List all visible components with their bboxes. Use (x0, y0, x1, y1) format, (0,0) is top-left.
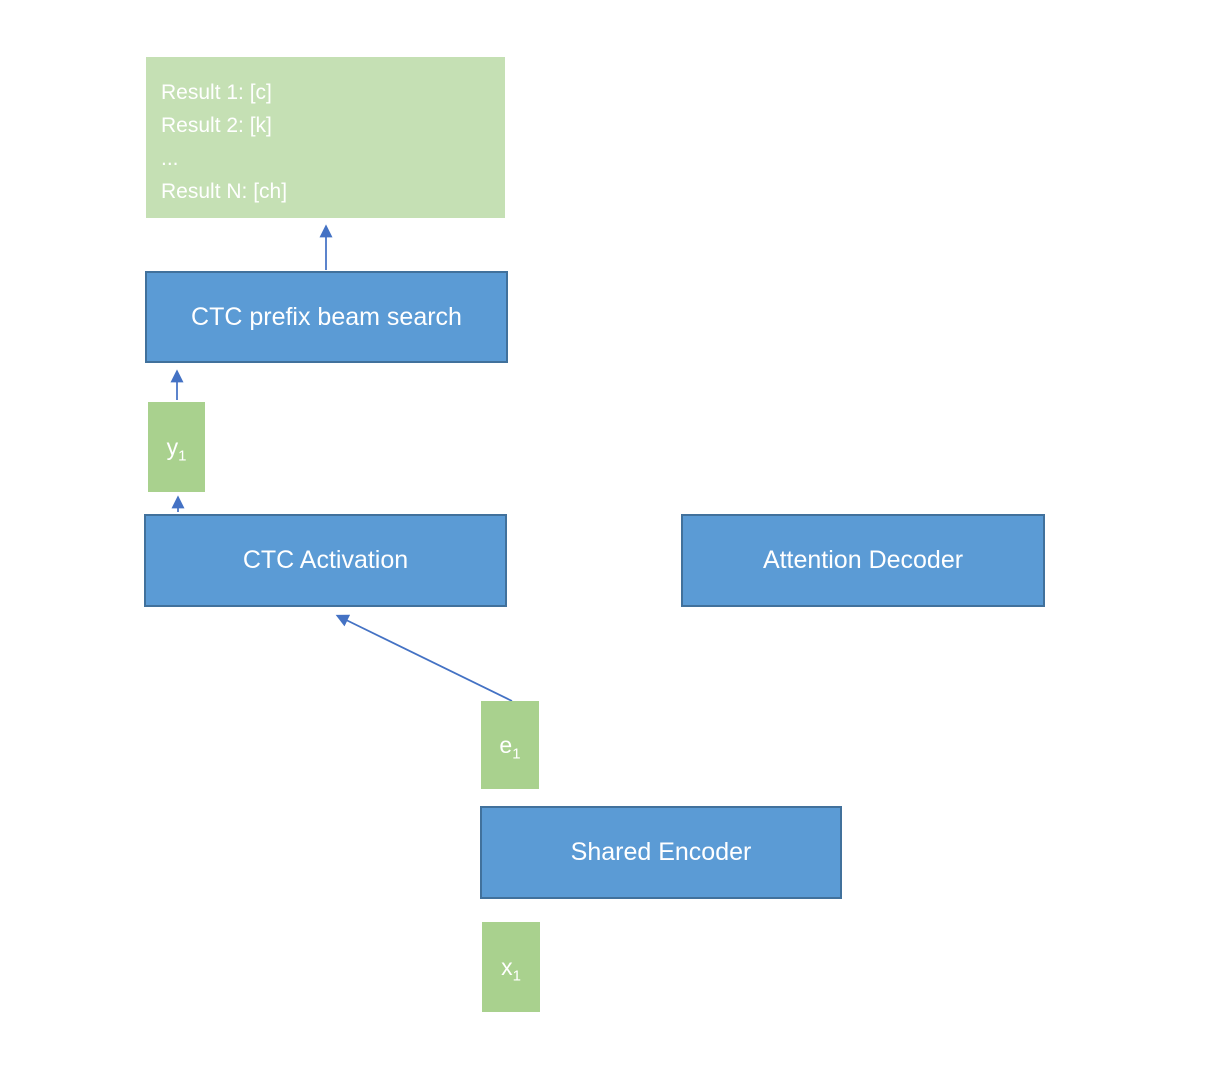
y1-box: y1 (148, 402, 205, 492)
y1-label: y1 (166, 433, 187, 465)
result-line-1: Result 1: [c] (161, 81, 272, 104)
x1-label: x1 (501, 953, 521, 985)
results-box: Result 1: [c] Result 2: [k] ... Result N… (146, 57, 505, 218)
arrow-e1-to-ctc-activation (335, 614, 513, 702)
attention-decoder-label: Attention Decoder (762, 546, 964, 574)
ctc-activation-box: CTC Activation (144, 514, 507, 607)
ctc-prefix-beam-search-box: CTC prefix beam search (145, 271, 508, 363)
e1-label: e1 (499, 731, 521, 763)
x1-box: x1 (482, 922, 540, 1012)
result-line-2: Result 2: [k] (161, 114, 272, 137)
e1-box: e1 (481, 701, 539, 789)
shared-encoder-label: Shared Encoder (570, 838, 752, 866)
result-line-ellipsis: ... (161, 147, 179, 170)
shared-encoder-box: Shared Encoder (480, 806, 842, 899)
ctc-activation-label: CTC Activation (242, 546, 409, 574)
attention-decoder-box: Attention Decoder (681, 514, 1045, 607)
result-line-n: Result N: [ch] (161, 180, 288, 203)
ctc-prefix-beam-search-label: CTC prefix beam search (191, 302, 462, 331)
